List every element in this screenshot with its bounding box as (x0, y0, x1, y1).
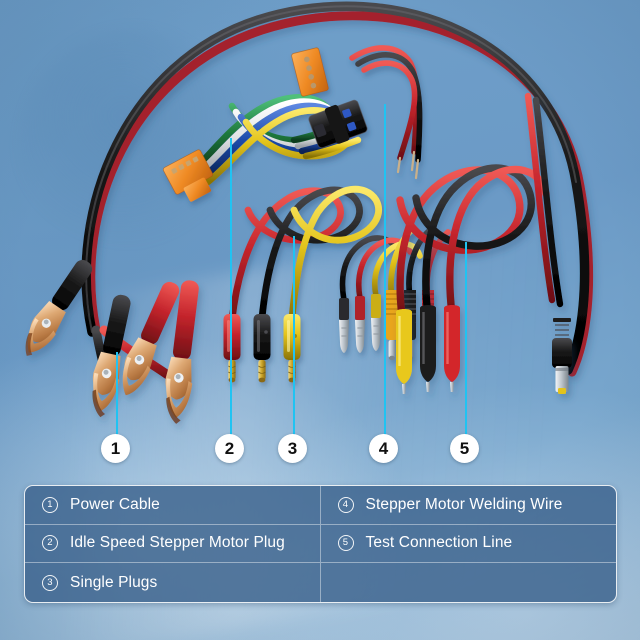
legend-label-4: Stepper Motor Welding Wire (365, 495, 563, 513)
callout-leader-1 (116, 352, 118, 435)
legend-label-1: Power Cable (70, 495, 160, 513)
legend-item-5[interactable]: 5 Test Connection Line (320, 525, 616, 564)
legend-label-3: Single Plugs (70, 573, 158, 591)
legend-number-5: 5 (337, 535, 354, 552)
callout-badge-4[interactable]: 4 (369, 434, 398, 463)
legend-label-2: Idle Speed Stepper Motor Plug (70, 534, 285, 552)
legend-item-1[interactable]: 1 Power Cable (25, 486, 321, 525)
callout-leader-2 (230, 138, 232, 435)
legend-number-1: 1 (42, 496, 58, 513)
callout-leader-5 (465, 242, 467, 435)
callout-badge-3[interactable]: 3 (278, 434, 307, 463)
callout-badge-5[interactable]: 5 (450, 434, 479, 463)
part-power-cable (25, 1, 594, 424)
legend-number-2: 2 (42, 535, 58, 552)
legend-panel: 1 Power Cable 4 Stepper Motor Welding Wi… (24, 485, 617, 603)
legend-item-empty (321, 563, 617, 602)
part-idle-speed-stepper-motor-plug (162, 47, 368, 202)
part-stepper-motor-welding-wire (339, 45, 451, 361)
callout-badge-1[interactable]: 1 (101, 434, 130, 463)
legend-number-4: 4 (337, 496, 354, 513)
callout-leader-4 (384, 104, 386, 435)
legend-item-2[interactable]: 2 Idle Speed Stepper Motor Plug (25, 524, 321, 564)
legend-item-3[interactable]: 3 Single Plugs (25, 563, 321, 602)
part-single-plugs (223, 185, 382, 383)
legend-label-5: Test Connection Line (365, 534, 513, 552)
part-test-connection-line (396, 92, 572, 394)
legend-number-3: 3 (42, 574, 58, 591)
callout-badge-2[interactable]: 2 (215, 434, 244, 463)
legend-item-4[interactable]: 4 Stepper Motor Welding Wire (320, 486, 616, 525)
callout-leader-3 (293, 236, 295, 435)
